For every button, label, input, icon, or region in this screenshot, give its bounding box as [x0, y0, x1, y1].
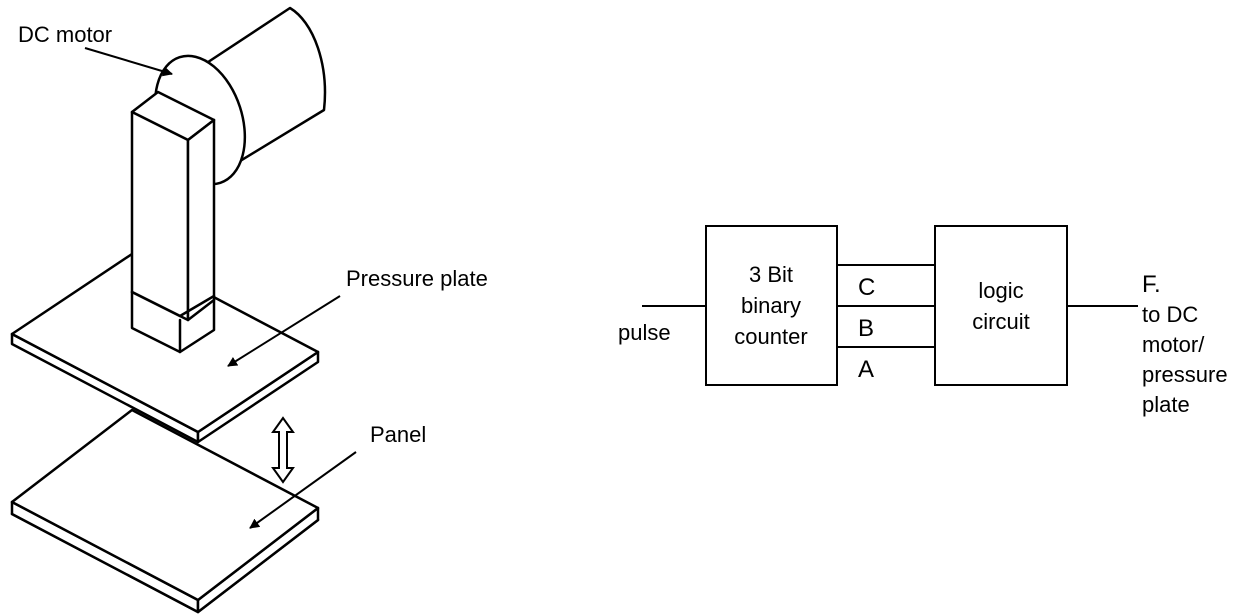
- dc-motor-label: DC motor: [18, 22, 112, 47]
- panel-plate: [10, 408, 320, 614]
- circuit-diagram: pulse 3 Bit binary counter C B A logic c…: [618, 225, 1228, 417]
- bit-label-c: C: [858, 274, 875, 301]
- counter-label-line-2: binary: [741, 293, 801, 318]
- mechanism-drawing: DC motor Pressure plate Panel: [10, 6, 488, 614]
- bit-label-b: B: [858, 315, 874, 342]
- counter-label-line-3: counter: [734, 324, 807, 349]
- output-label: F.: [1142, 271, 1161, 298]
- dc-motor-pointer: [84, 47, 173, 77]
- panel-label: Panel: [370, 422, 426, 447]
- pressure-plate-pointer: [227, 295, 341, 367]
- logic-label-line-1: logic: [978, 278, 1023, 303]
- up-down-arrow-icon: [271, 416, 295, 484]
- pulse-label: pulse: [618, 320, 671, 345]
- bit-label-a: A: [858, 356, 874, 383]
- counter-label-line-1: 3 Bit: [749, 262, 793, 287]
- output-note-line-2: motor/: [1142, 332, 1205, 357]
- panel-pointer: [249, 451, 357, 529]
- pressure-plate: [10, 252, 320, 444]
- logic-block: [934, 225, 1068, 386]
- output-note-line-4: plate: [1142, 392, 1190, 417]
- pressure-plate-label: Pressure plate: [346, 266, 488, 291]
- logic-label-line-2: circuit: [972, 309, 1029, 334]
- output-note-line-1: to DC: [1142, 302, 1198, 327]
- output-note-line-3: pressure: [1142, 362, 1228, 387]
- column: [130, 90, 216, 354]
